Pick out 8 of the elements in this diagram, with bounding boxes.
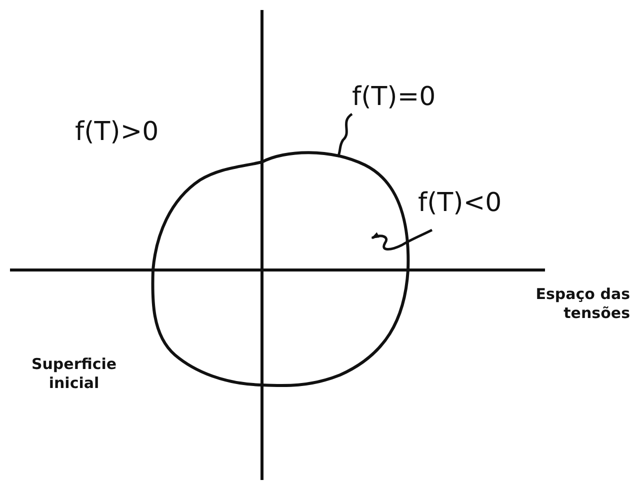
region-label: f(T)>0 xyxy=(75,117,159,147)
curve-caption: Superficie inicial xyxy=(30,355,118,393)
axis-caption: Espaço das tensões xyxy=(534,285,630,323)
yield-surface-curve xyxy=(151,151,410,388)
leader-line xyxy=(371,228,433,250)
formula-label: f(T)<0 xyxy=(418,188,502,218)
formula-label: f(T)=0 xyxy=(352,82,436,112)
leader-line xyxy=(336,113,353,158)
